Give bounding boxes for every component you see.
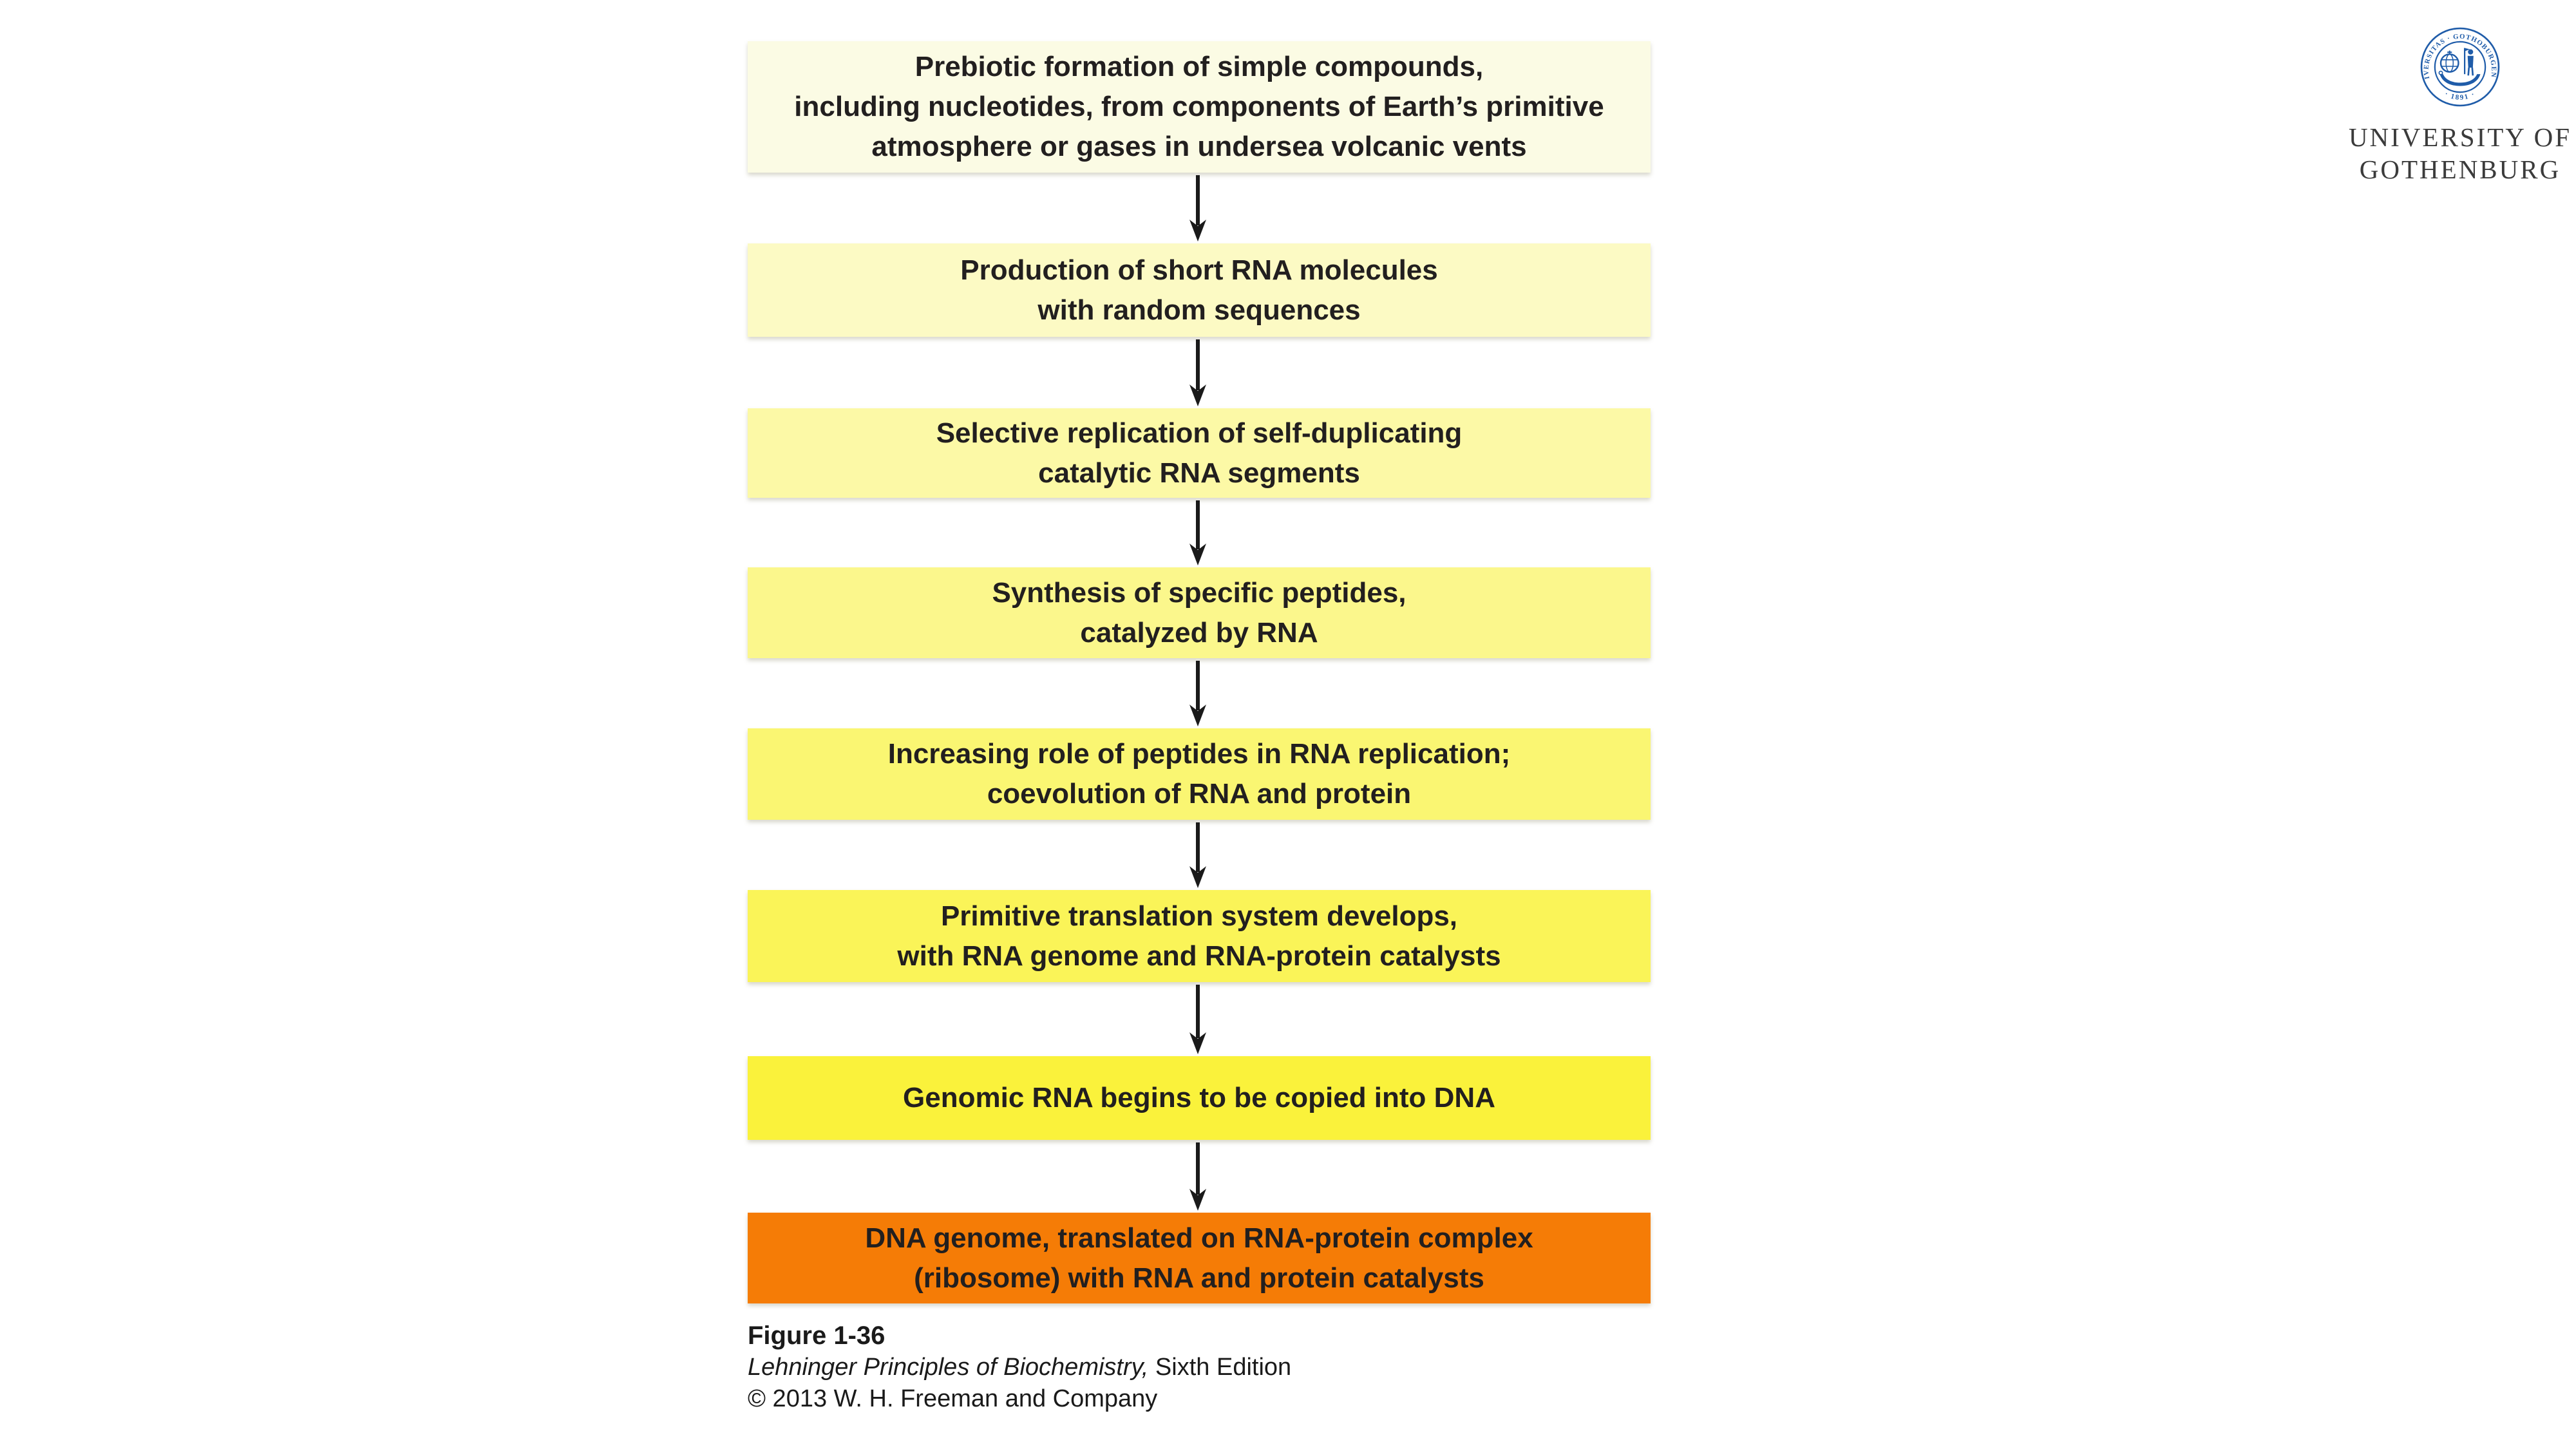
flow-step-rna-to-dna: Genomic RNA begins to be copied into DNA (748, 1056, 1651, 1140)
flow-step-text: Synthesis of specific peptides, (992, 576, 1406, 609)
university-name-line2: GOTHENBURG (2359, 155, 2561, 184)
svg-text:· 1891 ·: · 1891 · (2443, 90, 2477, 102)
flow-step-text: Prebiotic formation of simple compounds, (914, 51, 1484, 82)
down-arrow-icon (1189, 661, 1206, 726)
university-seal-icon: UNIVERSITAS · GOTHOBURGENSIS · 1891 · (2420, 27, 2500, 107)
figure-label: Figure 1-36 (748, 1321, 886, 1350)
book-edition: Sixth Edition (1148, 1354, 1292, 1381)
flow-step-text: catalyzed by RNA (1080, 616, 1318, 649)
book-title: Lehninger Principles of Biochemistry, (748, 1354, 1149, 1381)
flow-step-text: coevolution of RNA and protein (987, 778, 1412, 810)
down-arrow-icon (1189, 822, 1206, 888)
university-logo: UNIVERSITAS · GOTHOBURGENSIS · 1891 · UN… (2344, 27, 2576, 185)
seal-ring-text: UNIVERSITAS · GOTHOBURGENSIS (2420, 27, 2497, 80)
down-arrow-icon (1189, 339, 1206, 406)
flow-step-prebiotic-formation: Prebiotic formation of simple compounds,… (748, 41, 1651, 173)
flow-step-text: Genomic RNA begins to be copied into DNA (903, 1082, 1495, 1113)
flow-step-text: with RNA genome and RNA-protein catalyst… (897, 940, 1501, 972)
down-arrow-icon (1189, 500, 1206, 565)
flow-step-text: Production of short RNA molecules (960, 254, 1438, 286)
down-arrow-icon (1189, 175, 1206, 242)
down-arrow-icon (1189, 1142, 1206, 1211)
down-arrow-icon (1189, 985, 1206, 1054)
svg-text:UNIVERSITAS · GOTHOBURGENSIS: UNIVERSITAS · GOTHOBURGENSIS (2420, 27, 2497, 80)
flow-step-text: Increasing role of peptides in RNA repli… (887, 738, 1511, 770)
flow-step-selective-replication: Selective replication of self-duplicatin… (748, 408, 1651, 498)
flow-step-text: catalytic RNA segments (1038, 457, 1360, 489)
university-name-line1: UNIVERSITY OF (2348, 122, 2572, 152)
flow-step-translation-system: Primitive translation system develops, w… (748, 890, 1651, 982)
flow-step-text: Primitive translation system develops, (940, 900, 1458, 932)
flow-step-text: DNA genome, translated on RNA-protein co… (865, 1222, 1533, 1254)
flow-step-text: including nucleotides, from components o… (794, 91, 1604, 122)
flow-step-peptide-synthesis: Synthesis of specific peptides, catalyze… (748, 567, 1651, 658)
flow-step-dna-genome: DNA genome, translated on RNA-protein co… (748, 1213, 1651, 1303)
figure-caption: Figure 1-36 Lehninger Principles of Bioc… (748, 1320, 1291, 1415)
flow-step-text: Selective replication of self-duplicatin… (936, 417, 1463, 449)
flow-step-text: (ribosome) with RNA and protein catalyst… (914, 1262, 1484, 1294)
university-name: UNIVERSITY OF GOTHENBURG (2344, 121, 2576, 185)
flow-step-text: with random sequences (1037, 294, 1361, 326)
flow-step-peptides-role: Increasing role of peptides in RNA repli… (748, 728, 1651, 820)
book-title-line: Lehninger Principles of Biochemistry, Si… (748, 1352, 1291, 1383)
copyright-line: © 2013 W. H. Freeman and Company (748, 1385, 1158, 1412)
flow-step-short-rna: Production of short RNA molecules with r… (748, 243, 1651, 337)
seal-year-text: · 1891 · (2443, 90, 2476, 102)
flow-step-text: atmosphere or gases in undersea volcanic… (871, 131, 1527, 162)
